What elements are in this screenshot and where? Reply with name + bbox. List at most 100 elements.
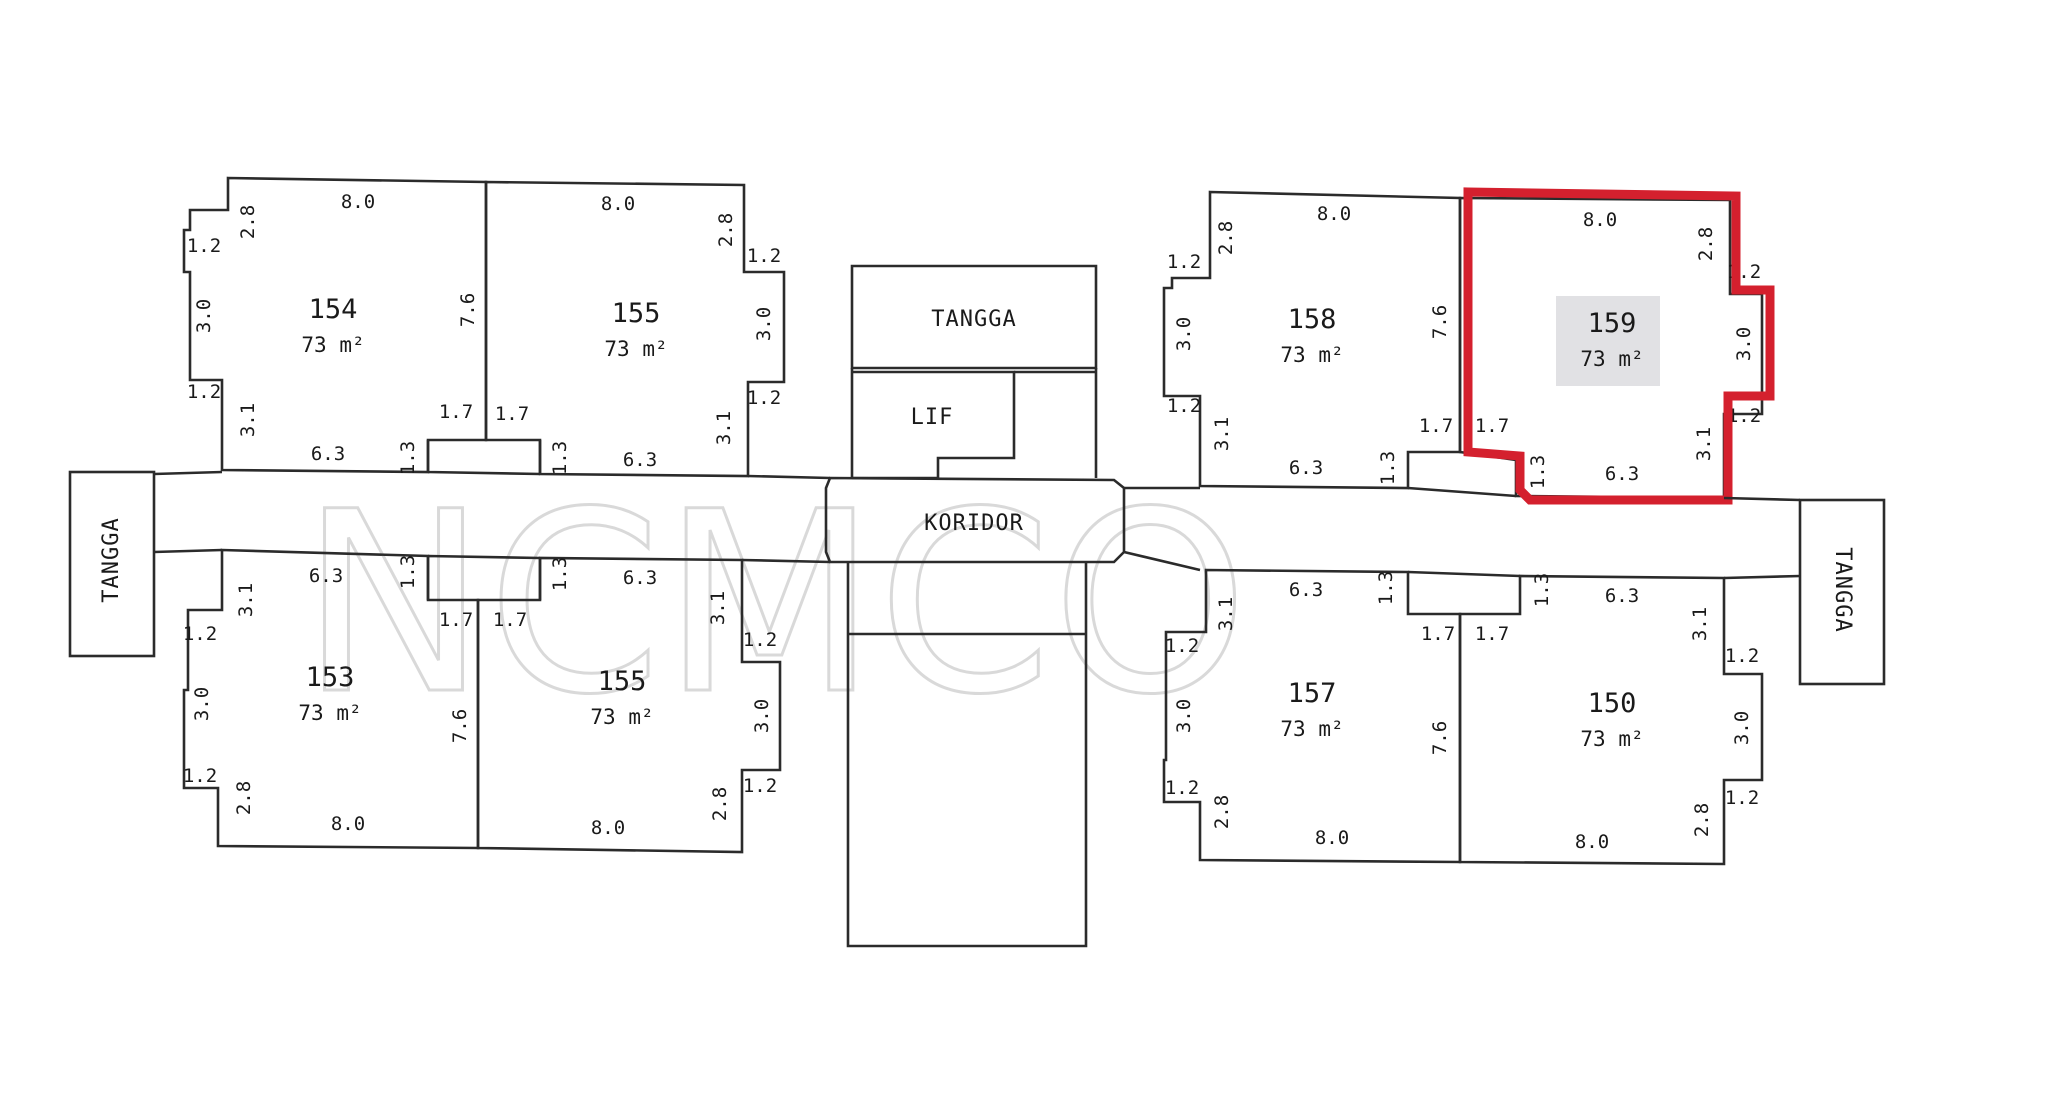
- dim-label: 8.0: [1583, 209, 1617, 231]
- dim-label: 3.0: [1173, 317, 1195, 351]
- dim-label: 1.7: [495, 403, 529, 425]
- dim-label: 6.3: [1605, 585, 1639, 607]
- dim-label: 1.3: [549, 441, 571, 475]
- corridor-link-left: [153, 470, 223, 554]
- dim-label: 8.0: [591, 817, 625, 839]
- dim-label: 1.2: [187, 235, 221, 257]
- dim-label: 2.8: [1211, 795, 1233, 829]
- unit-154-outline: [182, 176, 488, 474]
- dim-label: 1.3: [397, 555, 419, 589]
- dim-label: 3.0: [753, 307, 775, 341]
- dim-label: 6.3: [1289, 579, 1323, 601]
- dim-label: 8.0: [1317, 203, 1351, 225]
- unit-150-outline: [1458, 574, 1764, 866]
- dim-label: 3.0: [1173, 699, 1195, 733]
- dim-label: 1.2: [1727, 405, 1761, 427]
- unit-number: 154: [309, 294, 358, 325]
- dim-label: 3.1: [237, 403, 259, 437]
- corridor-link-left-center: [741, 474, 831, 564]
- dim-label: 8.0: [1575, 831, 1609, 853]
- dim-label: 1.2: [183, 765, 217, 787]
- dim-label: 1.7: [493, 609, 527, 631]
- dim-label: 8.0: [341, 191, 375, 213]
- unit-area: 73 m²: [1580, 727, 1643, 751]
- dim-label: 1.2: [743, 629, 777, 651]
- unit-area: 73 m²: [1580, 347, 1643, 371]
- stair-left-outline: [68, 470, 156, 658]
- dim-label: 1.3: [549, 557, 571, 591]
- dim-label: 1.2: [183, 623, 217, 645]
- unit-158[interactable]: 158 73 m² 8.0 2.8 1.2 3.0 1.2 3.1 7.6 6.…: [1162, 190, 1462, 490]
- corridor-node-left: [426, 440, 542, 600]
- dim-label: 1.2: [747, 387, 781, 409]
- corridor-link-right: [1723, 496, 1801, 580]
- dim-label: 6.3: [623, 449, 657, 471]
- dim-label: 1.3: [1375, 571, 1397, 605]
- dim-label: 6.3: [309, 565, 343, 587]
- dim-label: 1.7: [439, 401, 473, 423]
- dim-label: 1.3: [1531, 573, 1553, 607]
- unit-150[interactable]: 150 73 m² 1.7 1.3 6.3 3.1 1.2 3.0 1.2 2.…: [1458, 573, 1764, 866]
- dim-label: 1.7: [1475, 415, 1509, 437]
- dim-label: 1.2: [747, 245, 781, 267]
- highlight-smudge: [1556, 296, 1660, 386]
- dim-label: 2.8: [709, 787, 731, 821]
- corridor-node-right: [1407, 486, 1521, 578]
- dim-label: 2.8: [237, 205, 259, 239]
- dim-label: 1.7: [1419, 415, 1453, 437]
- core-lower-outline: [846, 562, 1088, 948]
- unit-area: 73 m²: [590, 705, 653, 729]
- dim-label: 1.3: [397, 441, 419, 475]
- dim-label: 6.3: [311, 443, 345, 465]
- core[interactable]: TANGGA LIF KORIDOR: [824, 264, 1126, 948]
- unit-number: 157: [1288, 678, 1337, 709]
- dim-label: 1.3: [1377, 451, 1399, 485]
- dim-label: 6.3: [1289, 457, 1323, 479]
- unit-154[interactable]: 154 73 m² 8.0 2.8 1.2 3.0 1.2 3.1 7.6 6.…: [182, 176, 488, 475]
- dim-label: 6.3: [1605, 463, 1639, 485]
- dim-label: 3.1: [235, 583, 257, 617]
- unit-number: 155: [612, 298, 661, 329]
- core-sides: [850, 368, 1098, 478]
- dim-label: 6.3: [623, 567, 657, 589]
- unit-155-top-outline: [484, 180, 786, 478]
- dim-label: 7.6: [449, 709, 471, 743]
- dim-label: 7.6: [1429, 721, 1451, 755]
- stair-right[interactable]: TANGGA: [1798, 498, 1886, 686]
- dim-label: 1.2: [1165, 777, 1199, 799]
- dim-label: 3.1: [1693, 427, 1715, 461]
- selected-unit-highlight: [1463, 187, 1775, 505]
- dim-label: 2.8: [1691, 803, 1713, 837]
- stair-left[interactable]: TANGGA: [68, 470, 156, 658]
- unit-155-bottom[interactable]: 155 73 m² 1.7 1.3 6.3 3.1 1.2 3.0 1.2 2.…: [476, 556, 782, 854]
- dim-label: 1.7: [439, 609, 473, 631]
- dim-label: 2.8: [1695, 227, 1717, 261]
- unit-number: 158: [1288, 304, 1337, 335]
- stair-center-label: TANGGA: [931, 307, 1016, 332]
- dim-label: 3.0: [1733, 327, 1755, 361]
- dim-label: 7.6: [1429, 305, 1451, 339]
- unit-number: 159: [1588, 308, 1637, 339]
- dim-label: 1.3: [1527, 455, 1549, 489]
- dim-label: 3.1: [713, 411, 735, 445]
- unit-area: 73 m²: [1280, 343, 1343, 367]
- dim-label: 2.8: [1215, 221, 1237, 255]
- dim-label: 1.2: [1725, 787, 1759, 809]
- dim-label: 1.7: [1421, 623, 1455, 645]
- stair-right-label: TANGGA: [1830, 547, 1855, 632]
- unit-158-outline: [1162, 190, 1462, 490]
- corridor-label: KORIDOR: [924, 511, 1024, 536]
- dim-label: 3.0: [751, 699, 773, 733]
- unit-area: 73 m²: [301, 333, 364, 357]
- corridor-outline: [824, 476, 1126, 564]
- dim-label: 2.8: [715, 213, 737, 247]
- lift-label: LIF: [911, 405, 954, 430]
- unit-155-top[interactable]: 155 73 m² 8.0 2.8 1.2 3.0 1.2 3.1 6.3 1.…: [484, 180, 786, 478]
- dim-label: 1.2: [1725, 645, 1759, 667]
- dim-label: 3.0: [191, 687, 213, 721]
- unit-153[interactable]: 153 73 m² 6.3 1.3 3.1 1.7 1.2 3.0 1.2 2.…: [182, 548, 480, 850]
- unit-area: 73 m²: [1280, 717, 1343, 741]
- unit-157[interactable]: 157 73 m² 6.3 1.3 3.1 1.7 1.2 3.0 1.2 2.…: [1162, 568, 1462, 864]
- dim-label: 3.1: [707, 591, 729, 625]
